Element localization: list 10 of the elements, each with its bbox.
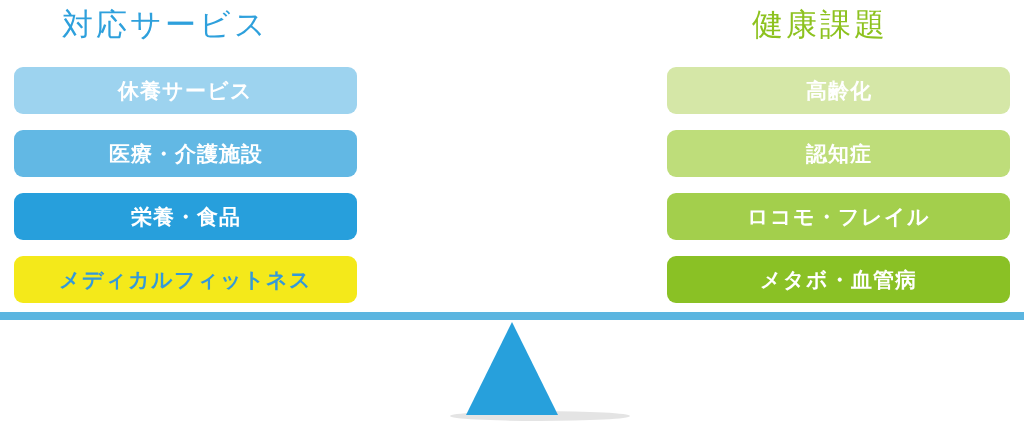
category-box: 高齢化 bbox=[667, 67, 1010, 114]
category-box: 栄養・食品 bbox=[14, 193, 357, 240]
group-heading: 健康課題 bbox=[752, 5, 888, 44]
category-box: ロコモ・フレイル bbox=[667, 193, 1010, 240]
group-heading: 対応サービス bbox=[62, 5, 269, 44]
category-box: 休養サービス bbox=[14, 67, 357, 114]
category-box: 認知症 bbox=[667, 130, 1010, 177]
category-box: 医療・介護施設 bbox=[14, 130, 357, 177]
category-box: メディカルフィットネス bbox=[14, 256, 357, 303]
category-box: メタボ・血管病 bbox=[667, 256, 1010, 303]
